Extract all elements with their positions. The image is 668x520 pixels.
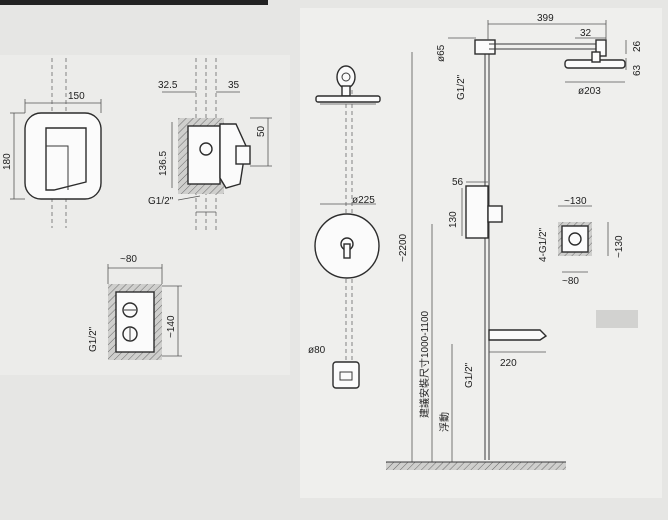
side-lever (219, 123, 247, 189)
lever-shape (45, 127, 87, 191)
label-float: 浮動 (438, 412, 451, 432)
box-body (115, 291, 155, 353)
dim-26: 26 (632, 40, 643, 52)
label-g12-bottom: G1/2" (464, 362, 475, 388)
spout-front (332, 361, 360, 389)
dim-130-side: 130 (448, 211, 459, 228)
bleed-box (596, 310, 638, 328)
dim-203: ø203 (578, 86, 601, 97)
dim-56: 56 (452, 177, 464, 188)
dim-136-5: 136.5 (158, 151, 169, 176)
dim-32: 32 (580, 28, 592, 39)
arm-ring (336, 65, 356, 89)
dim-35: 35 (228, 80, 240, 91)
valve-box-view: ~80 ~140 G1/2" (88, 254, 182, 360)
floor-hatch (386, 462, 566, 470)
label-g12-side: G1/2" (148, 196, 174, 207)
shower-side-elevation: 399 32 26 63 ø203 ø65 G1/2" 130 56 220 G… (386, 13, 643, 470)
dim-32-5: 32.5 (158, 80, 178, 91)
dim-399: 399 (537, 13, 554, 24)
dim-50: 50 (256, 125, 267, 137)
faceplate-side-section: 32.5 35 136.5 50 G1/2" (148, 58, 272, 232)
faceplate-front-view: 150 180 (2, 58, 102, 228)
label-4-g12: 4-G1/2" (538, 227, 549, 262)
dim-65: ø65 (436, 44, 447, 62)
square-box-view: ~130 ~130 ~80 4-G1/2" (538, 196, 625, 287)
dim-80-sq: ~80 (562, 276, 579, 287)
mixer-body (465, 185, 489, 239)
dim-180: 180 (2, 153, 13, 170)
dim-80-box: ~80 (120, 254, 137, 265)
dim-220: 220 (500, 358, 517, 369)
shower-front-elevation: ø225 ø80 (308, 65, 381, 389)
label-install-height: 建議安裝尺寸1000-1100 (418, 310, 431, 418)
dim-63: 63 (632, 64, 643, 76)
dim-2200: ~2200 (398, 233, 409, 262)
dim-130-right: ~130 (614, 235, 625, 258)
dim-80-spout: ø80 (308, 345, 326, 356)
dim-130-top: ~130 (564, 196, 587, 207)
dim-225: ø225 (352, 195, 375, 206)
square-box (561, 225, 589, 253)
dim-150: 150 (68, 91, 85, 102)
shower-head (315, 95, 381, 103)
top-dark-bar (0, 0, 268, 5)
label-g12-top: G1/2" (456, 74, 467, 100)
side-spout (488, 329, 548, 341)
dim-140: ~140 (166, 315, 177, 338)
label-g12-box: G1/2" (88, 326, 99, 352)
